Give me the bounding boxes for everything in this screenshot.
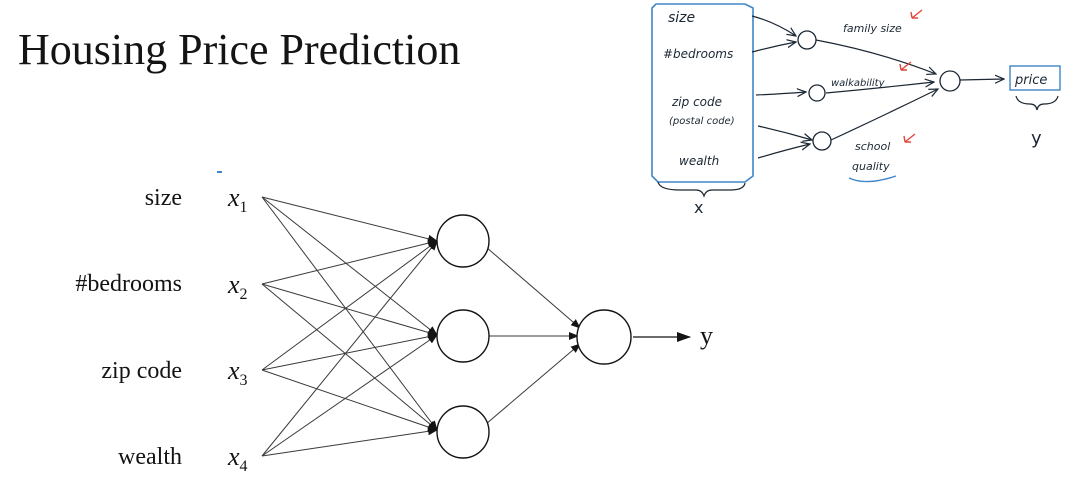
sketch-hidden-label: school: [855, 140, 890, 153]
input-variable: x3: [228, 356, 248, 390]
input-variable: x1: [228, 183, 248, 217]
sketch-output-node: [939, 70, 961, 92]
feature-label: zip code: [101, 358, 182, 384]
sketch-input-label: zip code: [671, 95, 722, 109]
sketch-output-label: price: [1014, 73, 1047, 88]
output-node: [576, 309, 632, 365]
sketch-hidden-label: walkability: [831, 78, 886, 89]
input-connections: [261, 196, 438, 457]
feature-label: wealth: [118, 444, 182, 470]
sketch-hidden-node-3: [812, 131, 832, 151]
sketch-hidden-node-1: [797, 30, 817, 50]
sketch-hidden-label: family size: [843, 22, 902, 35]
sketch-input-label: (postal code): [669, 116, 735, 127]
sketch-hidden-node-2: [808, 84, 826, 102]
sketch-hidden-label: quality: [852, 160, 890, 173]
sketch-input-label: #bedrooms: [663, 47, 733, 61]
sketch-input-label: wealth: [679, 154, 719, 168]
output-label: y: [700, 321, 713, 350]
sketch-input-label: size: [668, 10, 695, 26]
hidden-node-1: [436, 214, 490, 268]
feature-label: size: [144, 185, 182, 211]
sketch-input-box: [651, 3, 754, 183]
slide-title: Housing Price Prediction: [18, 25, 461, 74]
sketch-x-label: x: [694, 198, 703, 217]
sketch-input-bracket: [657, 181, 746, 198]
sketch-y-label: y: [1031, 128, 1042, 149]
input-variable: x2: [228, 270, 248, 304]
hidden-node-2: [436, 309, 490, 363]
hidden-connections: [485, 246, 581, 425]
sketch-check-marks: [899, 9, 923, 143]
sketch-output-box: [1009, 65, 1061, 91]
input-variable: x4: [228, 442, 248, 476]
feature-label: #bedrooms: [75, 271, 182, 297]
hidden-node-3: [436, 405, 490, 459]
